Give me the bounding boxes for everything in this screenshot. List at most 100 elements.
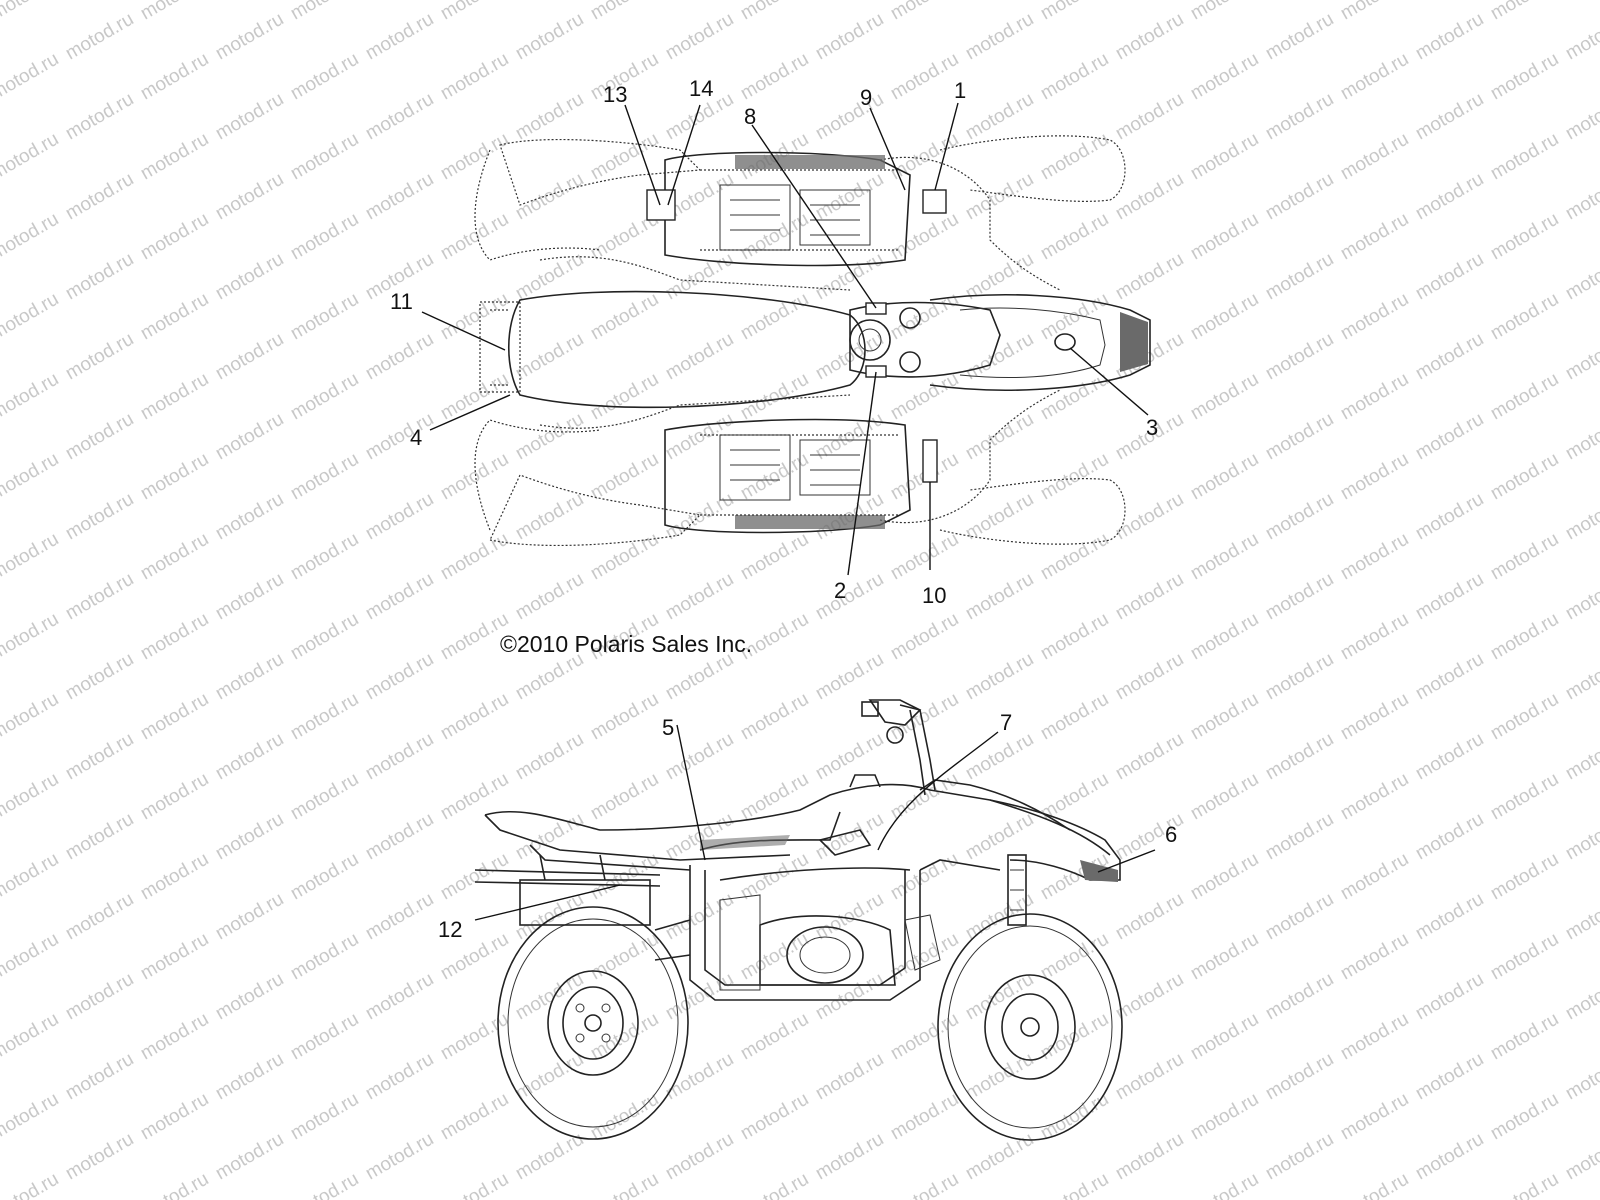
watermark-text: motod.ru bbox=[662, 1129, 737, 1185]
watermark-text: motod.ru bbox=[1412, 249, 1487, 305]
watermark-text: motod.ru bbox=[1412, 89, 1487, 145]
atv-top-view bbox=[474, 135, 1151, 547]
watermark-text: motod.ru bbox=[1037, 609, 1112, 665]
watermark-text: motod.ru bbox=[587, 1089, 662, 1145]
watermark-text: motod.ru bbox=[662, 969, 737, 1025]
watermark-text: motod.ru bbox=[437, 689, 512, 745]
watermark-text: motod.ru bbox=[137, 1169, 212, 1200]
watermark-text: motod.ru bbox=[662, 409, 737, 465]
watermark-text: motod.ru bbox=[812, 1129, 887, 1185]
watermark-text: motod.ru bbox=[1487, 929, 1562, 985]
watermark-text: motod.ru bbox=[137, 849, 212, 905]
watermark-text: motod.ru bbox=[962, 969, 1037, 1025]
watermark-text: motod.ru bbox=[662, 9, 737, 65]
watermark-text: motod.ru bbox=[1262, 489, 1337, 545]
watermark-text: motod.ru bbox=[962, 649, 1037, 705]
watermark-text: motod.ru bbox=[1487, 449, 1562, 505]
decal-13 bbox=[646, 189, 676, 221]
watermark-text: motod.ru bbox=[1262, 649, 1337, 705]
watermark-text: motod.ru bbox=[1112, 89, 1187, 145]
watermark-text: motod.ru bbox=[287, 769, 362, 825]
watermark-text: motod.ru bbox=[1562, 169, 1600, 225]
watermark-text: motod.ru bbox=[1487, 129, 1562, 185]
watermark-text: motod.ru bbox=[812, 409, 887, 465]
watermark-text: motod.ru bbox=[137, 289, 212, 345]
watermark-text: motod.ru bbox=[662, 489, 737, 545]
watermark-text: motod.ru bbox=[1037, 1169, 1112, 1200]
watermark-text: motod.ru bbox=[212, 89, 287, 145]
watermark-text: motod.ru bbox=[1562, 329, 1600, 385]
watermark-text: motod.ru bbox=[1037, 1089, 1112, 1145]
decal-1 bbox=[922, 189, 947, 214]
watermark-text: motod.ru bbox=[1037, 689, 1112, 745]
watermark-text: motod.ru bbox=[587, 689, 662, 745]
watermark-text: motod.ru bbox=[62, 649, 137, 705]
watermark-text: motod.ru bbox=[137, 0, 212, 24]
watermark-text: motod.ru bbox=[1562, 1129, 1600, 1185]
callout-4: 4 bbox=[410, 425, 422, 450]
watermark-text: motod.ru bbox=[1487, 369, 1562, 425]
watermark-text: motod.ru bbox=[1412, 969, 1487, 1025]
watermark-text: motod.ru bbox=[1412, 649, 1487, 705]
watermark-text: motod.ru bbox=[1562, 649, 1600, 705]
watermark-text: motod.ru bbox=[887, 849, 962, 905]
watermark-text: motod.ru bbox=[0, 449, 62, 505]
watermark-text: motod.ru bbox=[1337, 769, 1412, 825]
watermark-text: motod.ru bbox=[1337, 289, 1412, 345]
watermark-text: motod.ru bbox=[737, 209, 812, 265]
callout-1: 1 bbox=[954, 78, 966, 103]
watermark-text: motod.ru bbox=[212, 409, 287, 465]
watermark-text: motod.ru bbox=[212, 969, 287, 1025]
watermark-text: motod.ru bbox=[62, 889, 137, 945]
watermark-text: motod.ru bbox=[1487, 769, 1562, 825]
watermark-text: motod.ru bbox=[1187, 0, 1262, 24]
watermark-text: motod.ru bbox=[212, 1129, 287, 1185]
watermark-text: motod.ru bbox=[1412, 9, 1487, 65]
watermark-text: motod.ru bbox=[812, 649, 887, 705]
watermark-text: motod.ru bbox=[287, 1089, 362, 1145]
watermark-text: motod.ru bbox=[212, 889, 287, 945]
watermark-text: motod.ru bbox=[1037, 49, 1112, 105]
callout-11: 11 bbox=[390, 289, 413, 314]
watermark-text: motod.ru bbox=[1562, 1049, 1600, 1105]
watermark-text: motod.ru bbox=[1112, 169, 1187, 225]
watermark-text: motod.ru bbox=[62, 489, 137, 545]
watermark-text: motod.ru bbox=[1412, 169, 1487, 225]
watermark-text: motod.ru bbox=[812, 169, 887, 225]
watermark-text: motod.ru bbox=[512, 169, 587, 225]
watermark-text: motod.ru bbox=[287, 49, 362, 105]
watermark-text: motod.ru bbox=[0, 529, 62, 585]
watermark-text: motod.ru bbox=[1187, 49, 1262, 105]
watermark-text: motod.ru bbox=[1262, 729, 1337, 785]
watermark-text: motod.ru bbox=[1562, 809, 1600, 865]
watermark-text: motod.ru bbox=[287, 609, 362, 665]
watermark-text: motod.ru bbox=[1412, 729, 1487, 785]
watermark-text: motod.ru bbox=[1487, 209, 1562, 265]
atv-side-view bbox=[474, 699, 1123, 1141]
watermark-text: motod.ru bbox=[212, 249, 287, 305]
watermark-text: motod.ru bbox=[1562, 409, 1600, 465]
watermark-text: motod.ru bbox=[287, 369, 362, 425]
watermark-text: motod.ru bbox=[587, 929, 662, 985]
watermark-text: motod.ru bbox=[1337, 129, 1412, 185]
watermark-text: motod.ru bbox=[362, 329, 437, 385]
watermark-text: motod.ru bbox=[662, 329, 737, 385]
watermark-text: motod.ru bbox=[287, 289, 362, 345]
watermark-text: motod.ru bbox=[0, 1089, 62, 1145]
watermark-text: motod.ru bbox=[662, 649, 737, 705]
watermark-text: motod.ru bbox=[287, 129, 362, 185]
watermark-text: motod.ru bbox=[1037, 529, 1112, 585]
watermark-text: motod.ru bbox=[1187, 769, 1262, 825]
watermark-text: motod.ru bbox=[1337, 689, 1412, 745]
watermark-text: motod.ru bbox=[1187, 369, 1262, 425]
watermark-text: motod.ru bbox=[887, 609, 962, 665]
watermark-text: motod.ru bbox=[287, 1009, 362, 1065]
watermark-text: motod.ru bbox=[1112, 649, 1187, 705]
watermark-text: motod.ru bbox=[287, 0, 362, 24]
watermark-text: motod.ru bbox=[1412, 569, 1487, 625]
callout-13: 13 bbox=[603, 82, 627, 107]
watermark-text: motod.ru bbox=[362, 729, 437, 785]
watermark-text: motod.ru bbox=[1112, 249, 1187, 305]
watermark-text: motod.ru bbox=[512, 729, 587, 785]
